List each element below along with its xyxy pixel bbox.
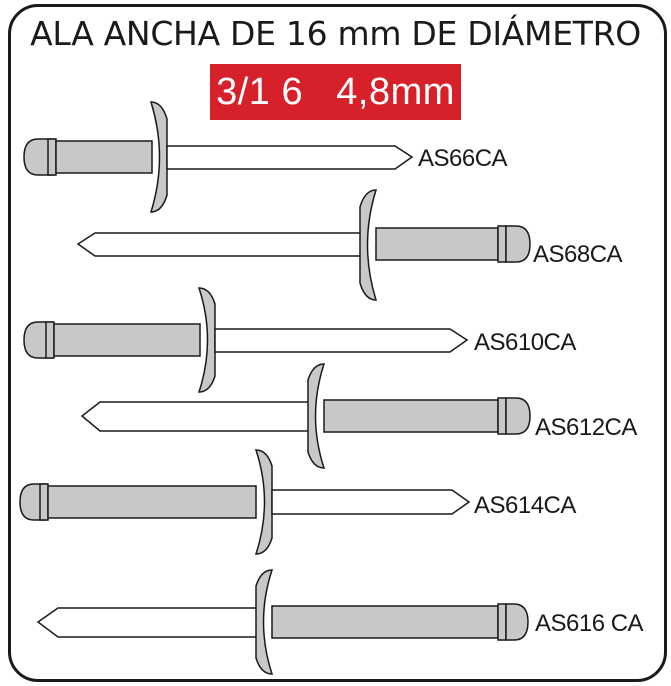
rivet-1-collar	[47, 138, 57, 176]
rivet-3-label: AS610CA	[474, 329, 576, 356]
rivet-6	[36, 569, 529, 675]
rivet-4	[80, 363, 531, 469]
rivet-5-collar	[39, 483, 49, 521]
rivet-3	[23, 287, 469, 393]
rivet-6-flange	[255, 569, 274, 675]
rivet-6-cap	[505, 603, 529, 641]
rivet-5-flange	[254, 449, 273, 555]
rivet-1	[23, 101, 414, 213]
rivet-4-body	[323, 399, 499, 433]
rivet-5-body	[47, 485, 257, 519]
rivet-2-body	[375, 227, 499, 261]
rivet-3-mandrel	[214, 328, 469, 353]
rivet-2-cap	[505, 225, 531, 263]
size-fraction: 3/1 6	[216, 71, 304, 113]
rivet-3-flange	[197, 287, 216, 393]
diagram-title: ALA ANCHA DE 16 mm DE DIÁMETRO	[30, 14, 641, 53]
rivet-4-flange	[307, 363, 326, 469]
rivet-6-label: AS616 CA	[535, 610, 644, 637]
rivet-5-label: AS614CA	[474, 492, 576, 519]
rivet-2-mandrel	[76, 232, 363, 257]
rivet-6-mandrel	[36, 607, 261, 638]
rivet-1-mandrel	[166, 145, 414, 170]
rivet-3-body	[53, 323, 201, 357]
rivet-6-body	[271, 605, 499, 639]
rivet-2	[76, 189, 531, 301]
size-metric: 4,8mm	[336, 71, 455, 113]
rivet-4-label: AS612CA	[535, 414, 637, 441]
rivet-4-collar	[497, 397, 507, 435]
rivet-3-cap	[23, 321, 53, 359]
rivet-4-mandrel	[80, 401, 311, 432]
rivet-5-mandrel	[271, 489, 471, 515]
rivet-2-collar	[497, 225, 507, 263]
rivet-2-label: AS68CA	[533, 241, 623, 268]
rivet-2-flange	[359, 189, 378, 301]
rivet-6-collar	[497, 603, 507, 641]
rivet-4-cap	[505, 397, 531, 435]
size-badge: 3/1 6 4,8mm	[210, 64, 461, 120]
rivet-1-body	[55, 140, 153, 174]
rivet-5	[19, 449, 471, 555]
rivet-1-label: AS66CA	[418, 145, 508, 172]
rivet-1-flange	[149, 101, 168, 213]
rivet-1-cap	[23, 138, 55, 176]
rivet-3-collar	[45, 321, 55, 359]
